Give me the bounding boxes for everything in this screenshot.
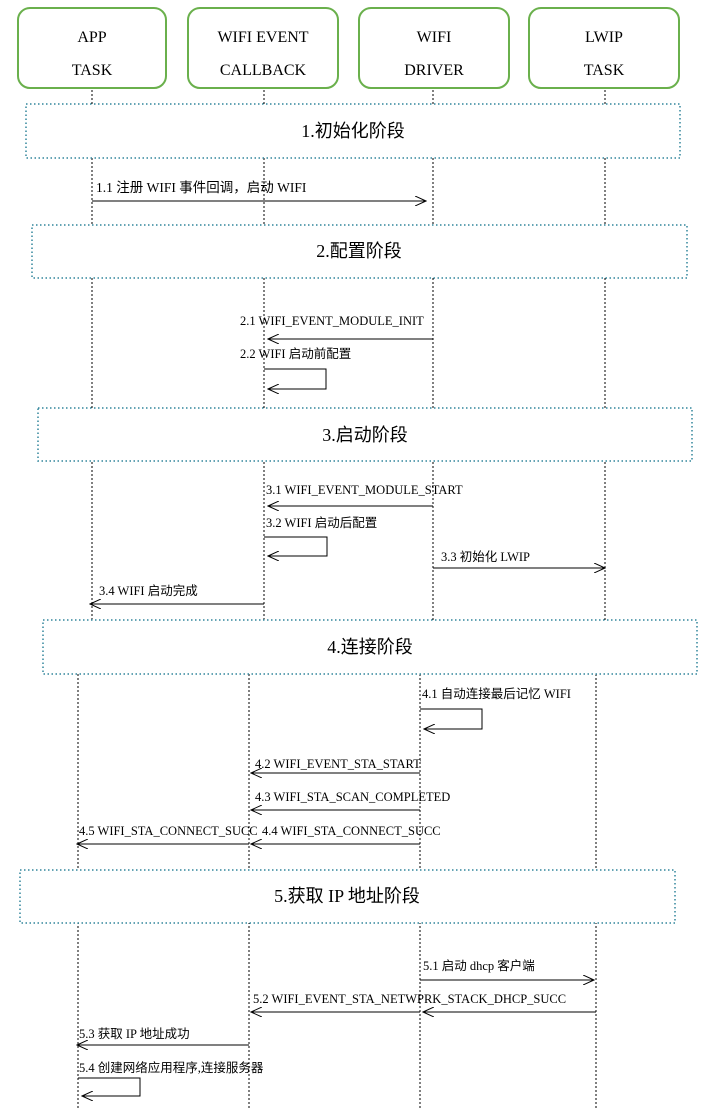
message-4-5: 4.5 WIFI_STA_CONNECT_SUCC	[77, 824, 258, 844]
message-label: 4.1 自动连接最后记忆 WIFI	[422, 686, 571, 701]
actor-label-line2: CALLBACK	[220, 62, 307, 79]
message-5-1: 5.1 启动 dhcp 客户端	[420, 958, 594, 980]
message-self-arrow	[78, 1077, 141, 1096]
phase-label: 4.连接阶段	[327, 637, 413, 657]
message-4-3: 4.3 WIFI_STA_SCAN_COMPLETED	[251, 790, 450, 810]
message-label: 5.3 获取 IP 地址成功	[79, 1027, 190, 1041]
message-label: 2.1 WIFI_EVENT_MODULE_INIT	[240, 314, 424, 328]
phase-3: 3.启动阶段	[37, 407, 693, 462]
actor-box	[187, 7, 339, 89]
actor-label-line2: TASK	[584, 62, 625, 79]
message-4-1: 4.1 自动连接最后记忆 WIFI	[420, 686, 571, 729]
message-label: 3.2 WIFI 启动后配置	[266, 516, 377, 530]
phase-2: 2.配置阶段	[31, 224, 688, 279]
message-label: 2.2 WIFI 启动前配置	[240, 346, 351, 361]
message-label: 3.1 WIFI_EVENT_MODULE_START	[266, 483, 463, 497]
actor-label-line1: WIFI EVENT	[217, 29, 308, 46]
actor-app: APP TASK	[17, 7, 167, 89]
actor-box	[528, 7, 680, 89]
message-label: 5.4 创建网络应用程序,连接服务器	[79, 1060, 264, 1075]
actor-lwip: LWIP TASK	[528, 7, 680, 89]
message-5-3: 5.3 获取 IP 地址成功	[77, 1027, 249, 1045]
phase-label: 5.获取 IP 地址阶段	[274, 886, 420, 906]
phase-box	[19, 869, 676, 924]
message-4-4: 4.4 WIFI_STA_CONNECT_SUCC	[251, 824, 441, 844]
message-label: 4.5 WIFI_STA_CONNECT_SUCC	[79, 824, 258, 838]
message-self-arrow	[264, 536, 328, 556]
actor-label-line1: APP	[77, 29, 106, 46]
actor-callback: WIFI EVENT CALLBACK	[187, 7, 339, 89]
phase-box	[37, 407, 693, 462]
phase-box	[31, 224, 688, 279]
message-label: 4.2 WIFI_EVENT_STA_START	[255, 757, 421, 771]
phase-5: 5.获取 IP 地址阶段	[19, 869, 676, 924]
actor-box	[17, 7, 167, 89]
phase-label: 3.启动阶段	[322, 425, 408, 445]
message-5-4: 5.4 创建网络应用程序,连接服务器	[78, 1060, 264, 1096]
phase-4: 4.连接阶段	[42, 619, 698, 675]
actor-driver: WIFI DRIVER	[358, 7, 510, 89]
message-3-1: 3.1 WIFI_EVENT_MODULE_START	[266, 483, 463, 506]
message-label: 1.1 注册 WIFI 事件回调，启动 WIFI	[96, 180, 307, 195]
message-label: 5.2 WIFI_EVENT_STA_NETWPRK_STACK_DHCP_SU…	[253, 992, 566, 1006]
message-label: 5.1 启动 dhcp 客户端	[423, 958, 535, 973]
message-3-2: 3.2 WIFI 启动后配置	[264, 516, 377, 556]
actor-label-line2: DRIVER	[404, 62, 464, 79]
message-2-1: 2.1 WIFI_EVENT_MODULE_INIT	[240, 314, 433, 339]
message-3-3: 3.3 初始化 LWIP	[433, 550, 605, 568]
actor-label-line2: TASK	[72, 62, 113, 79]
actor-label-line1: WIFI	[417, 29, 452, 46]
message-label: 3.3 初始化 LWIP	[441, 550, 530, 564]
message-label: 3.4 WIFI 启动完成	[99, 583, 198, 598]
phase-box	[25, 103, 681, 159]
phase-1: 1.初始化阶段	[25, 103, 681, 159]
message-5-2: 5.2 WIFI_EVENT_STA_NETWPRK_STACK_DHCP_SU…	[251, 992, 596, 1012]
message-2-2: 2.2 WIFI 启动前配置	[240, 346, 351, 389]
phase-label: 2.配置阶段	[316, 241, 402, 261]
actor-label-line1: LWIP	[585, 29, 623, 46]
message-self-arrow	[420, 708, 483, 729]
phase-box	[42, 619, 698, 675]
message-self-arrow	[264, 368, 327, 389]
message-1-1: 1.1 注册 WIFI 事件回调，启动 WIFI	[92, 180, 426, 201]
message-3-4: 3.4 WIFI 启动完成	[90, 583, 264, 604]
message-label: 4.3 WIFI_STA_SCAN_COMPLETED	[255, 790, 450, 804]
message-4-2: 4.2 WIFI_EVENT_STA_START	[251, 757, 421, 773]
actor-box	[358, 7, 510, 89]
message-label: 4.4 WIFI_STA_CONNECT_SUCC	[262, 824, 441, 838]
phase-label: 1.初始化阶段	[301, 121, 405, 141]
